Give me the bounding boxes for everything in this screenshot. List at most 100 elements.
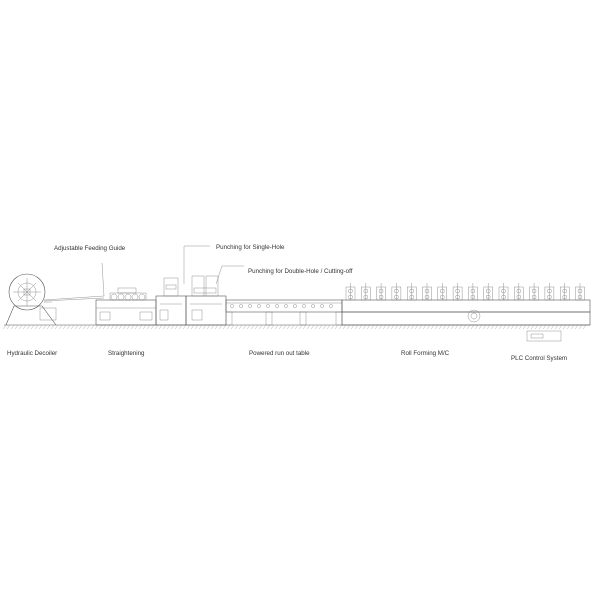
hatch-mark [434,324,439,330]
hatch-mark [142,324,147,330]
forming-stand [437,283,447,301]
hatch-mark [422,324,427,330]
hatch-mark [570,324,575,330]
hatch-mark [146,324,151,330]
hatch-mark [426,324,431,330]
hatch-mark [82,324,87,330]
stand-roll-upper [378,288,384,294]
table-roller [329,304,333,308]
hatch-mark [530,324,535,330]
label-roll-forming: Roll Forming M/C [401,350,450,357]
hatch-mark [62,324,67,330]
hatch-mark [310,324,315,330]
table-roller [257,304,261,308]
hatch-mark [430,324,435,330]
hatch-mark [210,324,215,330]
hatch-mark [350,324,355,330]
hatch-mark [286,324,291,330]
forming-stand [560,283,570,301]
hatch-mark [170,324,175,330]
hatch-mark [102,324,107,330]
hatch-mark [190,324,195,330]
table-roller [230,304,234,308]
hatch-mark [222,324,227,330]
hatch-mark [306,324,311,330]
hatch-mark [42,324,47,330]
hatch-mark [542,324,547,330]
hatch-mark [122,324,127,330]
hatch-mark [474,324,479,330]
hatch-mark [514,324,519,330]
hatch-mark [294,324,299,330]
hatch-mark [106,324,111,330]
hatch-mark [10,324,15,330]
hatch-mark [194,324,199,330]
stand-roll-upper [409,288,414,294]
hatch-mark [414,324,419,330]
hatch-mark [162,324,167,330]
hatch-mark [138,324,143,330]
label-punching-double-hole: Punching for Double-Hole / Cutting-off [248,268,353,275]
hatch-mark [370,324,375,330]
straightening-machine [95,262,157,326]
hatch-mark [394,324,399,330]
hatch-mark [150,324,155,330]
hatch-mark [58,324,63,330]
hatch-mark [342,324,347,330]
hatch-mark [202,324,207,330]
forming-stand [407,283,417,301]
hatch-mark [66,324,71,330]
hatch-mark [178,324,183,330]
table-roller [248,304,252,308]
stand-roll-lower [363,294,368,300]
stand-roll-lower [455,294,460,300]
label-straightening: Straightening [108,350,145,357]
hatch-mark [506,324,511,330]
hatch-mark [14,324,19,330]
stand-roll-upper [363,288,368,294]
hatch-mark [30,324,35,330]
hatch-mark [386,324,391,330]
table-roller [239,304,243,308]
hatch-mark [50,324,55,330]
forming-stand [422,283,432,301]
forming-stand [361,283,371,301]
hatch-mark [214,324,219,330]
stand-roll-upper [455,288,460,294]
forming-stand [544,283,555,301]
hatch-mark [554,324,559,330]
hatch-mark [302,324,307,330]
hatch-mark [154,324,159,330]
forming-stand [468,283,478,301]
hatch-mark [478,324,483,330]
hatch-mark [582,324,587,330]
hatch-mark [86,324,91,330]
hatch-mark [574,324,579,330]
hatch-mark [18,324,23,330]
hatch-mark [238,324,243,330]
forming-stand [483,283,493,301]
hatch-mark [550,324,555,330]
stand-roll-upper [547,288,552,294]
hatch-mark [298,324,303,330]
stand-roll-lower [440,294,445,300]
hatch-mark [498,324,503,330]
stand-roll-upper [516,288,521,294]
hatch-mark [410,324,415,330]
hatch-mark [490,324,495,330]
hatch-mark [442,324,447,330]
hatch-mark [510,324,515,330]
hatch-mark [450,324,455,330]
hatch-mark [378,324,383,330]
stand-roll-lower [501,294,506,300]
hatch-mark [130,324,135,330]
hatch-mark [390,324,395,330]
hatch-mark [242,324,247,330]
stand-roll-lower [424,294,430,300]
stand-roll-upper [531,288,537,294]
table-roller [320,304,324,308]
forming-stand [514,283,524,301]
hatch-mark [250,324,255,330]
hatch-mark [254,324,259,330]
